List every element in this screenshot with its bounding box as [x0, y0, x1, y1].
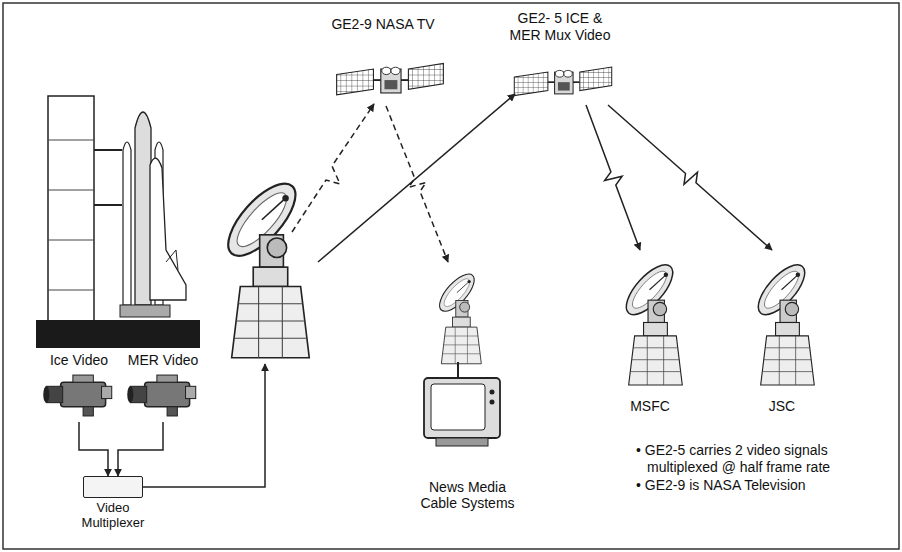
illustration-part: [36, 320, 200, 348]
signal-link: [608, 105, 772, 250]
equipment-node: GE2-9 NASA TV: [318, 16, 448, 106]
node-label: MSFC: [630, 398, 670, 415]
satellite-icon: [514, 67, 611, 96]
illustration-part: [457, 362, 459, 378]
notes: • GE2-5 carries 2 video signals multiple…: [636, 442, 874, 496]
illustration-part: [123, 142, 131, 305]
frame: [3, 3, 899, 549]
node-label: News Media Cable Systems: [413, 479, 523, 512]
illustration-part: [48, 140, 94, 290]
equipment-node: JSC: [722, 250, 842, 415]
node-label: GE2- 5 ICE & MER Mux Video: [505, 10, 615, 43]
satellite-icon: [337, 64, 444, 95]
illustration-part: [150, 158, 186, 300]
node-label: MER Video: [128, 352, 199, 369]
node-label: JSC: [769, 398, 795, 415]
illustration-part: [166, 250, 178, 270]
node-label: Ice Video: [50, 352, 108, 369]
illustration-part: [431, 384, 485, 430]
camera-icon: [127, 375, 195, 416]
launch-pad: [36, 96, 200, 348]
node-label: GE2-9 NASA TV: [331, 16, 434, 33]
television-icon: [424, 362, 500, 446]
uplink-line: [292, 104, 374, 232]
illustration-part: [436, 438, 488, 446]
uplink-dish: [217, 173, 309, 358]
receive-dish: [434, 269, 481, 364]
note-text: • GE2-5 carries 2 video signals multiple…: [636, 442, 874, 475]
node-label: Video Multiplexer: [73, 501, 153, 531]
receive-dish: [619, 258, 683, 385]
equipment-node: GE2- 5 ICE & MER Mux Video: [490, 10, 630, 105]
uplink-line: [318, 94, 515, 262]
equipment-node: News Media Cable Systems: [405, 262, 530, 512]
video-cable: [79, 422, 108, 476]
equipment-node: MSFC: [590, 250, 710, 415]
video-cable: [118, 422, 163, 476]
illustration-part: [120, 305, 170, 317]
equipment-node: MER Video: [122, 352, 204, 422]
illustration-part: [490, 390, 495, 395]
camera-icon: [43, 375, 111, 416]
illustration-part: [490, 400, 495, 405]
signal-link: [386, 106, 448, 262]
illustration-part: [135, 112, 151, 305]
note-text: • GE2-9 is NASA Television: [636, 477, 874, 494]
receive-dish: [751, 258, 815, 385]
illustration-part: [48, 96, 94, 322]
illustration-part: [94, 150, 122, 205]
illustration-part: [424, 378, 500, 438]
equipment-node: Ice Video: [38, 352, 120, 422]
process-box: Video Multiplexer: [83, 476, 143, 498]
feed-line: [143, 364, 265, 487]
